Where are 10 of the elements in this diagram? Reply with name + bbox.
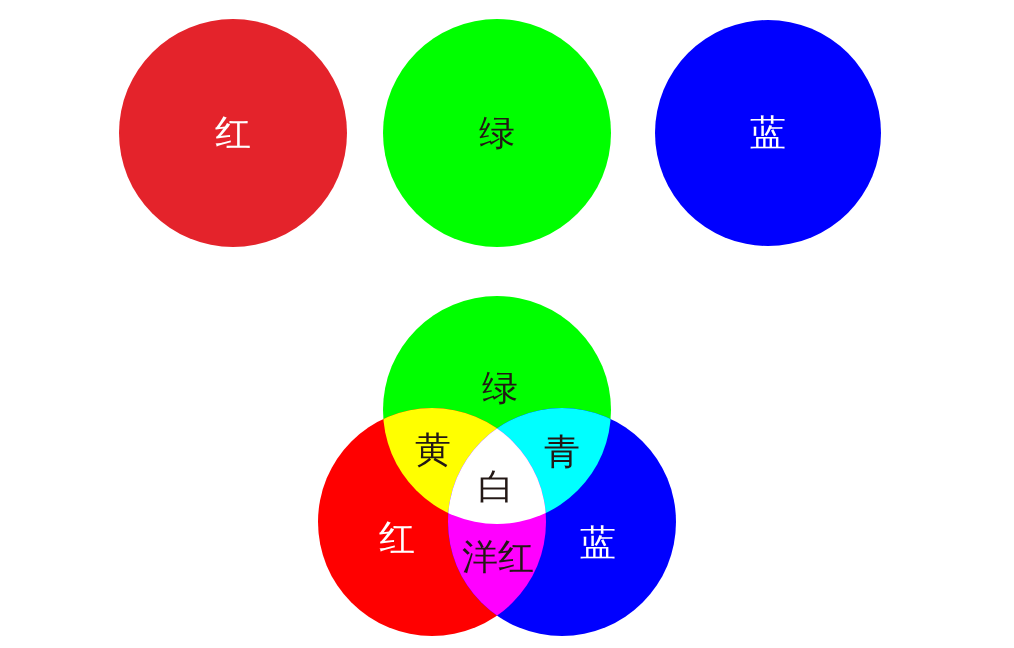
color-name: 红 <box>379 518 415 558</box>
color-name: 绿 <box>479 113 515 153</box>
color-name: 青 <box>544 432 580 472</box>
color-name: 蓝 <box>750 113 786 153</box>
color-name: 白 <box>478 467 514 507</box>
color-name: 黄 <box>415 430 451 470</box>
color-name: 红 <box>215 113 251 153</box>
color-name: 蓝 <box>580 523 616 563</box>
color-name: 绿 <box>482 368 518 408</box>
color-name: 洋红 <box>462 537 534 577</box>
